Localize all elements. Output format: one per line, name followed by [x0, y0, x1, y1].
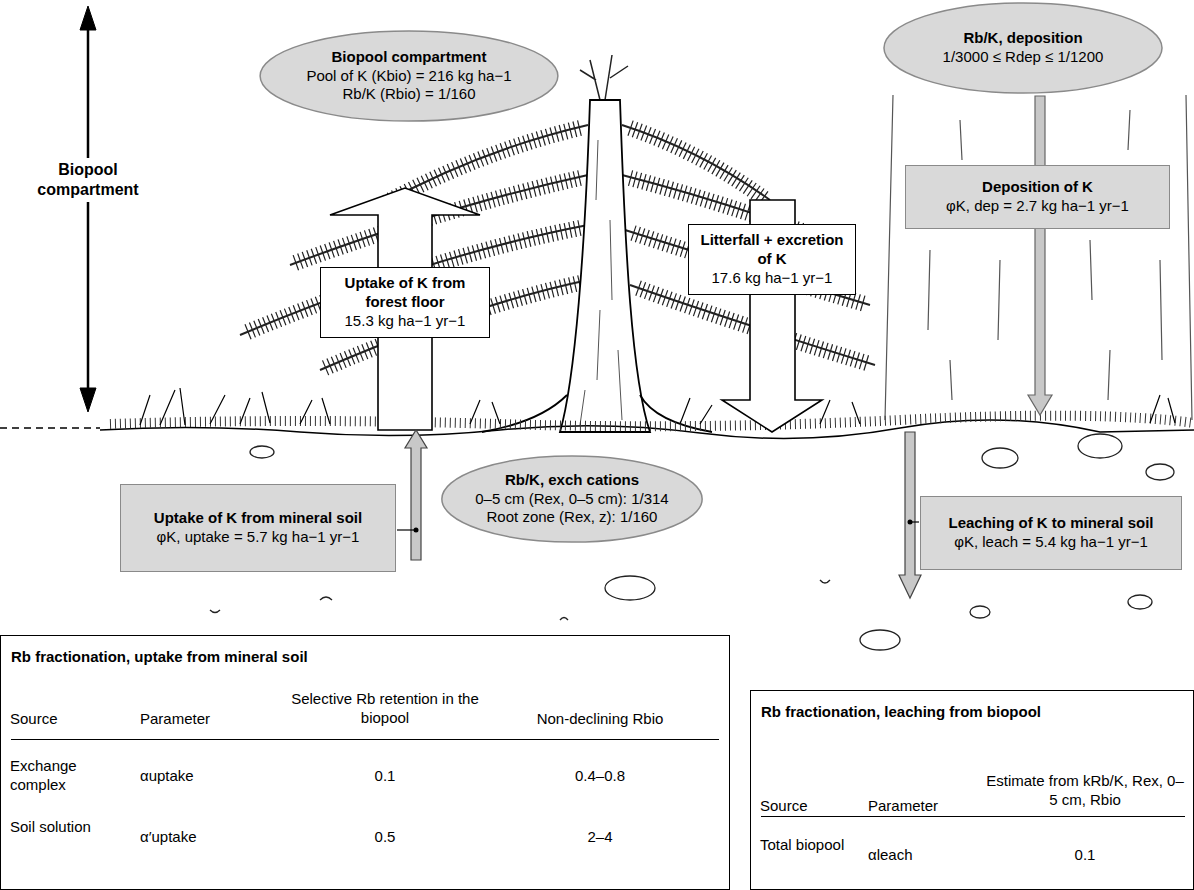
ground-line — [100, 420, 1194, 439]
node-text: Pool of K (Kbio) = 216 kg ha−1 — [291, 67, 527, 86]
ellipse-node: Rb/K, exch cations0–5 cm (Rex, 0–5 cm): … — [440, 455, 704, 543]
node-text: 1/3000 ≤ Rdep ≤ 1/1200 — [913, 48, 1133, 67]
leader-line — [397, 529, 414, 530]
dashed-boundary — [0, 427, 100, 429]
table-cell: Soil solution — [10, 818, 110, 837]
text-group: Rb/K, deposition1/3000 ≤ Rdep ≤ 1/1200 — [913, 29, 1133, 67]
node-heading: Deposition of K — [912, 178, 1163, 197]
ellipse-shape — [442, 456, 702, 542]
table-box: Rb fractionation, leaching from biopool — [750, 690, 1194, 890]
arrow-head — [80, 388, 96, 412]
node-heading: Leaching of K to mineral soil — [927, 514, 1175, 533]
mineral-uptake-arrow — [405, 430, 427, 560]
litter-layer — [110, 416, 1194, 427]
bark-line — [1186, 95, 1192, 420]
side-label: Biopool compartment — [13, 158, 163, 202]
text-group: Rb fractionation, leaching from biopool — [751, 691, 1193, 734]
table-cell: Total biopool — [760, 836, 855, 855]
table-cell: 0.1 — [985, 846, 1185, 865]
table-header: Selective Rb retention in the biopool — [280, 690, 490, 728]
leader-dot — [414, 528, 419, 533]
text-group: Rb/K, exch cations0–5 cm (Rex, 0–5 cm): … — [469, 471, 675, 527]
double-arrow-line — [87, 26, 90, 392]
rock — [1146, 464, 1174, 480]
table-box: Rb fractionation, uptake from mineral so… — [0, 635, 730, 890]
flux-box: Uptake of K from mineral soilφK, uptake … — [120, 484, 396, 572]
compartment-arrow — [80, 6, 96, 412]
right-tree-trunk — [885, 95, 1192, 420]
leader-dot — [908, 520, 913, 525]
node-heading: Uptake of K from forest floor — [327, 274, 483, 312]
flux-box: Leaching of K to mineral soilφK, leach =… — [920, 496, 1182, 570]
node-text: 17.6 kg ha−1 yr−1 — [695, 269, 849, 288]
node-heading: Litterfall + excretion of K — [695, 231, 849, 269]
text-group: Uptake of K from forest floor15.3 kg ha−… — [327, 274, 483, 330]
node-text: Root zone (Rex, z): 1/160 — [469, 508, 675, 527]
table-header: Source — [10, 710, 120, 729]
table-cell: 0.5 — [280, 828, 490, 847]
arrow-head — [80, 6, 96, 30]
text-group: Deposition of KφK, dep = 2.7 kg ha−1 yr−… — [912, 178, 1163, 216]
table-rule — [761, 816, 1185, 817]
text-group: Litterfall + excretion of K17.6 kg ha−1 … — [695, 231, 849, 287]
node-text: φK, dep = 2.7 kg ha−1 yr−1 — [912, 197, 1163, 216]
bark-line — [885, 95, 893, 420]
rock — [982, 448, 1018, 468]
node-text: 0–5 cm (Rex, 0–5 cm): 1/314 — [469, 490, 675, 509]
table-header: Parameter — [140, 710, 260, 729]
undergrowth — [140, 388, 1175, 425]
node-text: 15.3 kg ha−1 yr−1 — [327, 312, 483, 331]
table-cell: αleach — [868, 846, 978, 865]
node-heading: Rb/K, deposition — [913, 29, 1133, 48]
table-cell: 0.4–0.8 — [510, 767, 690, 786]
text-group: Biopool compartmentPool of K (Kbio) = 21… — [291, 48, 527, 104]
node-text: φK, leach = 5.4 kg ha−1 yr−1 — [927, 533, 1175, 552]
table-header: Parameter — [868, 797, 978, 816]
flux-box: Litterfall + excretion of K17.6 kg ha−1 … — [688, 224, 856, 295]
table-cell: α′uptake — [140, 828, 260, 847]
text-group: Uptake of K from mineral soilφK, uptake … — [127, 509, 389, 547]
node-heading: Biopool compartment — [291, 48, 527, 67]
node-heading: Rb fractionation, leaching from biopool — [761, 703, 1183, 722]
rock — [1078, 434, 1122, 458]
table-cell: αuptake — [140, 767, 260, 786]
node-heading: Rb/K, exch cations — [469, 471, 675, 490]
node-heading: Rb fractionation, uptake from mineral so… — [11, 648, 719, 667]
soil-mark — [210, 580, 830, 640]
node-text: Rb/K (Rbio) = 1/160 — [291, 85, 527, 104]
ellipse-shape — [884, 3, 1162, 93]
text-group: Leaching of K to mineral soilφK, leach =… — [927, 514, 1175, 552]
table-header: Non-declining Rbio — [510, 710, 690, 729]
rock — [970, 606, 990, 618]
table-header: Source — [760, 797, 860, 816]
leaching-arrow — [899, 432, 921, 598]
node-text: φK, uptake = 5.7 kg ha−1 yr−1 — [127, 528, 389, 547]
ellipse-shape — [260, 31, 558, 121]
rock — [605, 576, 655, 600]
table-cell: 2–4 — [510, 828, 690, 847]
ground — [0, 388, 1194, 438]
rock — [1128, 595, 1152, 609]
bark-line — [580, 140, 622, 425]
node-heading: Uptake of K from mineral soil — [127, 509, 389, 528]
deposition-arrow — [1028, 96, 1052, 415]
table-cell: 0.1 — [280, 767, 490, 786]
tree-trunk — [482, 100, 712, 432]
flux-box: Deposition of KφK, dep = 2.7 kg ha−1 yr−… — [905, 165, 1170, 229]
rock — [860, 630, 900, 650]
trunk — [560, 100, 650, 432]
table-cell: Exchange complex — [10, 757, 115, 795]
flux-box: Uptake of K from forest floor15.3 kg ha−… — [320, 267, 490, 338]
text-group: Rb fractionation, uptake from mineral so… — [1, 636, 729, 679]
table-header: Estimate from kRb/K, Rex, 0–5 cm, Rbio — [985, 772, 1185, 810]
tree-top — [580, 55, 628, 100]
table-rule — [11, 739, 719, 740]
leader-line — [912, 521, 919, 522]
rock — [250, 446, 274, 458]
ellipse-node: Rb/K, deposition1/3000 ≤ Rdep ≤ 1/1200 — [882, 2, 1164, 94]
ellipse-node: Biopool compartmentPool of K (Kbio) = 21… — [258, 30, 560, 122]
